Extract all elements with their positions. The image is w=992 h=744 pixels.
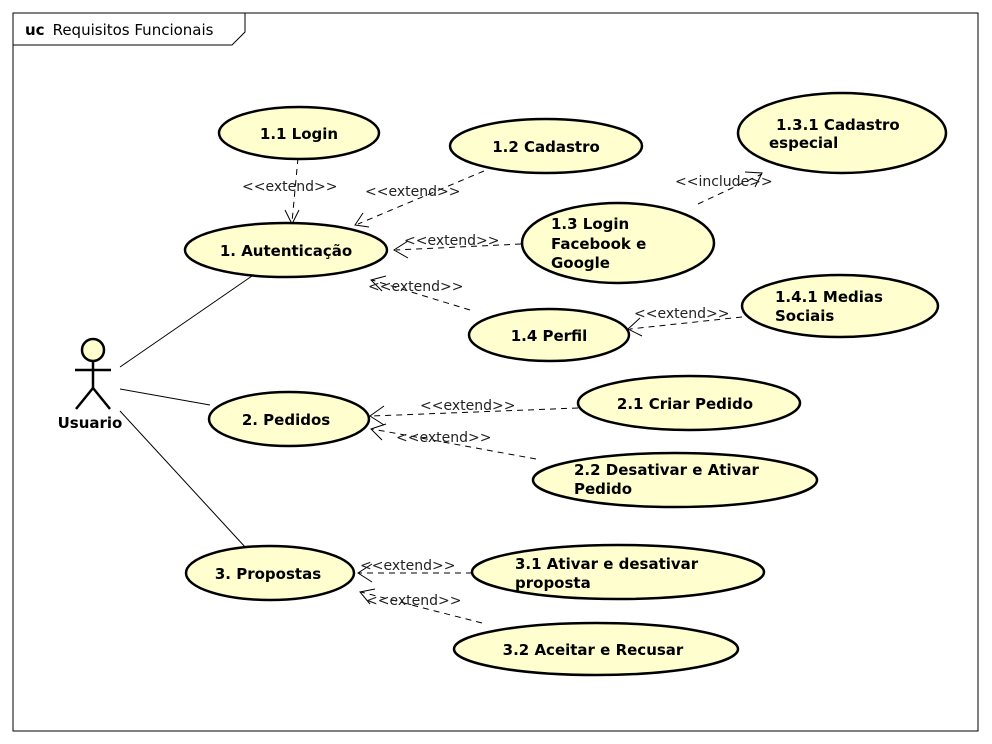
dependency-loginfacebook-autenticacao: <<extend>>: [393, 233, 522, 259]
use-case-label: 3. Propostas: [215, 565, 321, 583]
use-case-label: Sociais: [775, 307, 834, 325]
use-case-propostas[interactable]: 3. Propostas: [184, 544, 356, 602]
association-autenticacao: [119, 275, 253, 368]
stereotype-label: <<extend>>: [396, 430, 491, 446]
use-case-label: 3.1 Ativar e desativar: [515, 555, 699, 573]
frame-title: uc Requisitos Funcionais: [25, 21, 214, 39]
use-case-medias-sociais[interactable]: 1.4.1 Medias Sociais: [740, 273, 940, 339]
stereotype-label: <<extend>>: [360, 558, 455, 574]
use-case-criar-pedido[interactable]: 2.1 Criar Pedido: [576, 374, 802, 432]
use-case-label: 1.4.1 Medias: [775, 288, 883, 306]
dependency-ativarproposta-propostas: <<extend>>: [357, 558, 472, 583]
dependency-desativarpedido-pedidos: <<extend>>: [370, 423, 537, 460]
use-case-autenticacao[interactable]: 1. Autenticação: [183, 221, 389, 279]
use-case-ativar-desativar-proposta[interactable]: 3.1 Ativar e desativar proposta: [470, 543, 766, 601]
dependency-perfil-autenticacao: <<extend>>: [368, 275, 471, 311]
use-case-label: proposta: [515, 574, 591, 592]
use-case-label: 1.4 Perfil: [511, 327, 588, 345]
use-case-login-facebook-google[interactable]: 1.3 Login Facebook e Google: [520, 201, 716, 285]
stereotype-label: <<extend>>: [634, 306, 729, 322]
frame-title-tab: [12, 12, 246, 46]
stereotype-label: <<extend>>: [420, 398, 515, 414]
use-case-label: 2.1 Criar Pedido: [617, 395, 753, 413]
use-case-label: 3.2 Aceitar e Recusar: [503, 641, 684, 659]
stereotype-label: <<extend>>: [404, 233, 499, 249]
use-case-label: 1. Autenticação: [220, 242, 352, 260]
dependency-aceitarrecusar-propostas: <<extend>>: [359, 588, 483, 624]
use-case-desativar-ativar-pedido[interactable]: 2.2 Desativar e Ativar Pedido: [531, 451, 819, 509]
stereotype-label: <<extend>>: [368, 279, 463, 295]
use-case-label: 2. Pedidos: [242, 411, 330, 429]
dependency-include-cadastroespecial: <<include>>: [675, 171, 773, 205]
use-case-label: Google: [551, 254, 610, 272]
use-case-label: 1.2 Cadastro: [492, 138, 600, 156]
use-case-label: 1.3 Login: [551, 215, 629, 233]
stereotype-label: <<extend>>: [365, 184, 460, 200]
stereotype-label: <<extend>>: [242, 179, 337, 195]
use-case-label: Pedido: [574, 480, 632, 498]
use-case-login[interactable]: 1.1 Login: [217, 105, 381, 161]
use-case-perfil[interactable]: 1.4 Perfil: [467, 307, 631, 363]
use-case-label: 2.2 Desativar e Ativar: [574, 461, 760, 479]
frame-name: Requisitos Funcionais: [53, 21, 214, 39]
dependency-criarpedido-pedidos: <<extend>>: [369, 398, 579, 426]
use-case-label: 1.1 Login: [260, 125, 338, 143]
use-case-label: 1.3.1 Cadastro: [776, 116, 900, 134]
actor-head: [80, 337, 106, 363]
use-case-pedidos[interactable]: 2. Pedidos: [207, 390, 371, 448]
actor-name: Usuario: [58, 414, 123, 432]
stereotype-label: <<include>>: [675, 174, 773, 190]
use-case-aceitar-recusar[interactable]: 3.2 Aceitar e Recusar: [452, 621, 740, 677]
use-case-label: Facebook e: [551, 235, 646, 253]
dependency-cadastro-autenticacao: <<extend>>: [354, 170, 485, 228]
frame-keyword: uc: [25, 21, 45, 39]
use-case-cadastro-especial[interactable]: 1.3.1 Cadastro especial: [736, 91, 948, 175]
actor-usuario[interactable]: Usuario: [58, 337, 123, 432]
use-case-label: especial: [769, 134, 838, 152]
stereotype-label: <<extend>>: [366, 593, 461, 609]
use-case-cadastro[interactable]: 1.2 Cadastro: [448, 117, 644, 175]
association-propostas: [119, 410, 247, 549]
association-pedidos: [119, 388, 211, 406]
